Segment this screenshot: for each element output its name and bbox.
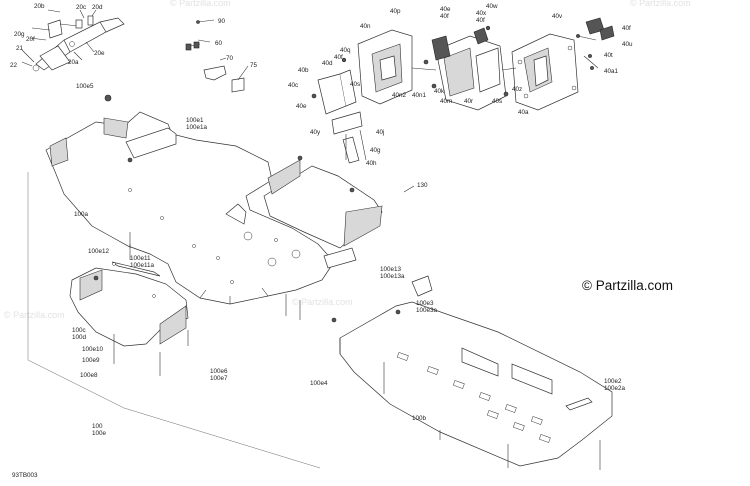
label-40p: 40p (390, 8, 401, 15)
label-40a: 40a (518, 109, 529, 116)
label-100e13a: 100e13a (380, 273, 405, 280)
watermark-top-left: © Partzilla.com (170, 0, 231, 8)
assembly-leader-line (27, 172, 321, 469)
label-100e4: 100e4 (310, 380, 328, 387)
label-40n1: 40n1 (412, 92, 427, 99)
label-100e2a: 100e2a (604, 385, 626, 392)
label-90: 90 (218, 18, 226, 25)
label-40f-1: 40f (334, 54, 343, 61)
label-100e11: 100e11 (130, 255, 151, 262)
label-100e12: 100e12 (88, 248, 110, 255)
bracket-assembly-20 (21, 9, 125, 72)
diagram-code: 93TB003 (12, 472, 38, 479)
label-40q: 40q (340, 47, 351, 54)
label-130: 130 (417, 182, 428, 189)
watermark-group: © Partzilla.com © Partzilla.com © Partzi… (4, 0, 691, 320)
label-100e2: 100e2 (604, 378, 622, 385)
label-40j: 40j (376, 129, 384, 136)
label-40r: 40r (464, 98, 473, 105)
label-100e6: 100e6 (210, 368, 228, 375)
label-40t: 40t (604, 52, 613, 59)
label-40y: 40y (310, 129, 321, 136)
label-70: 70 (226, 55, 234, 62)
label-100e9: 100e9 (82, 357, 100, 364)
skid-plate-100c (69, 244, 189, 376)
label-100e7: 100e7 (210, 375, 228, 382)
label-40f-3: 40f (476, 17, 485, 24)
skid-plate-100b (323, 247, 613, 470)
label-100e3: 100e3 (416, 300, 434, 307)
label-100: 100 (92, 423, 103, 430)
label-40n: 40n (360, 23, 371, 30)
watermark-top-right: © Partzilla.com (630, 0, 691, 8)
label-100c: 100c (72, 327, 86, 334)
label-20d: 20d (92, 4, 103, 11)
label-75: 75 (250, 62, 258, 69)
label-100e10: 100e10 (82, 346, 104, 353)
label-100e13: 100e13 (380, 266, 402, 273)
label-20f: 20f (26, 36, 35, 43)
label-20e: 20e (94, 50, 105, 57)
label-40a1: 40a1 (604, 68, 619, 75)
label-100a: 100a (74, 211, 89, 218)
label-40s-right: 40s (492, 98, 502, 105)
label-40c: 40c (288, 82, 298, 89)
label-20a: 20a (68, 59, 79, 66)
small-parts-group (185, 19, 249, 93)
watermark-center: © Partzilla.com (292, 297, 353, 307)
label-40v: 40v (552, 13, 563, 20)
watermark-left: © Partzilla.com (4, 310, 65, 320)
label-40u: 40u (622, 41, 633, 48)
label-21: 21 (16, 45, 24, 52)
assembly-40 (311, 17, 615, 164)
label-40z: 40z (512, 86, 522, 93)
label-40k: 40k (434, 88, 445, 95)
label-40d: 40d (322, 60, 333, 67)
label-22: 22 (10, 62, 18, 69)
raised-panel (263, 155, 383, 249)
label-100d: 100d (72, 334, 87, 341)
label-100e5: 100e5 (76, 83, 94, 90)
label-40n2: 40n2 (392, 92, 407, 99)
label-20b: 20b (34, 3, 45, 10)
label-40w: 40w (486, 3, 498, 10)
label-20g: 20g (14, 31, 25, 38)
label-40s-left: 40s (350, 81, 360, 88)
label-100e3a: 100e3a (416, 307, 438, 314)
label-100e1a: 100e1a (186, 124, 208, 131)
skid-plate-100a (45, 94, 335, 320)
label-40b: 40b (298, 67, 309, 74)
label-40f-2: 40f (440, 13, 449, 20)
label-40g: 40g (370, 147, 381, 154)
label-100e1: 100e1 (186, 117, 204, 124)
label-20c: 20c (76, 4, 86, 11)
label-40h: 40h (366, 160, 377, 167)
label-40f-4: 40f (622, 25, 631, 32)
label-100e11a: 100e11a (130, 262, 155, 269)
label-60: 60 (215, 40, 223, 47)
label-100e: 100e (92, 430, 107, 437)
partzilla-brand: © Partzilla.com (582, 278, 673, 293)
label-100b: 100b (412, 415, 427, 422)
label-40x: 40x (476, 10, 487, 17)
label-40e: 40e (296, 103, 307, 110)
label-40m: 40m (440, 98, 452, 105)
label-40e-right: 40e (440, 6, 451, 13)
label-100e8: 100e8 (80, 372, 98, 379)
